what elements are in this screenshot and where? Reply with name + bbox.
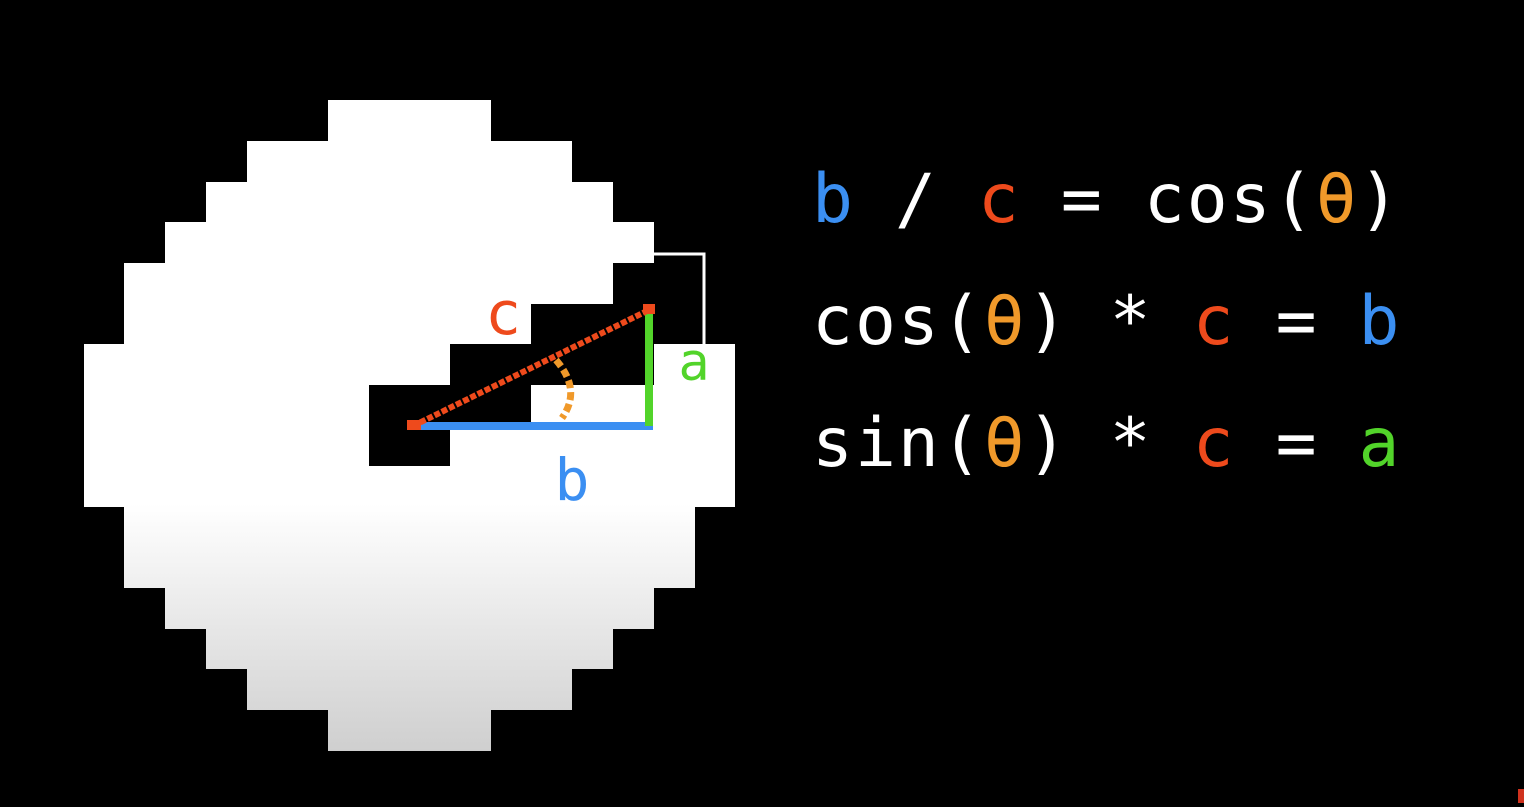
eq2-token: =: [1275, 281, 1319, 361]
side-a-label: a: [678, 333, 709, 393]
eq2-token: θ: [983, 281, 1027, 361]
eq1-token: =: [1060, 159, 1104, 239]
theta-arc: [553, 357, 575, 421]
eq3-token: ): [1026, 403, 1070, 483]
eq2-token: b: [1358, 281, 1402, 361]
eq1-token: ): [1358, 159, 1402, 239]
eq1-token: c: [977, 159, 1021, 239]
equation-row-2: cos(θ) * c = b: [812, 260, 1401, 382]
eq3-token: =: [1275, 403, 1319, 483]
eq3-token: *: [1109, 403, 1153, 483]
eq2-token: cos(: [812, 281, 984, 361]
equations-block: b / c = cos(θ) cos(θ) * c = b sin(θ) * c…: [812, 138, 1401, 504]
side-b-label: b: [555, 446, 590, 514]
corner-badge: [1518, 789, 1524, 803]
eq2-token: c: [1192, 281, 1236, 361]
eq3-token: sin(: [812, 403, 984, 483]
diagram: c a b: [84, 100, 735, 751]
top-vertex-marker: [643, 304, 655, 314]
side-c-line: [411, 306, 653, 429]
eq1-token: θ: [1315, 159, 1359, 239]
vertex-marker: [407, 420, 421, 430]
eq3-token: θ: [983, 403, 1027, 483]
side-c-label: c: [485, 279, 521, 349]
eq2-token: ): [1026, 281, 1070, 361]
eq1-token: b: [812, 159, 855, 239]
outline-stroke: [654, 252, 706, 344]
eq1-token: /: [894, 159, 938, 239]
eq1-token: cos(: [1143, 159, 1316, 239]
equation-row-1: b / c = cos(θ): [812, 138, 1401, 260]
eq3-token: c: [1192, 403, 1236, 483]
equation-row-3: sin(θ) * c = a: [812, 382, 1401, 504]
eq2-token: *: [1109, 281, 1153, 361]
eq3-token: a: [1358, 403, 1402, 483]
